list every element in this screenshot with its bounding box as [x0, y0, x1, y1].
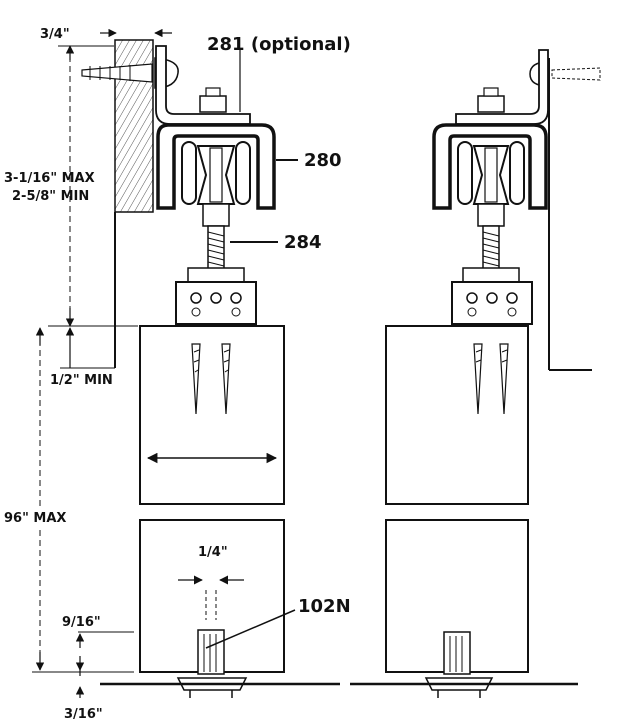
dimension-lines-left [32, 28, 172, 698]
door-lower-right [385, 519, 529, 698]
callout-102n: 102N [298, 596, 351, 617]
mounting-plate-right [451, 281, 533, 325]
bolt-284-left [187, 225, 245, 283]
door-lower-left [139, 519, 285, 698]
door-upper-left [139, 325, 285, 505]
dim-door-height-max: 96" MAX [4, 511, 66, 526]
dim-groove-width: 1/4" [198, 545, 228, 560]
door-upper-right [385, 325, 529, 505]
dim-clearance-min: 2-5/8" MIN [12, 189, 89, 204]
callout-leaders-left [205, 48, 298, 649]
callout-281: 281 (optional) [207, 34, 351, 55]
wood-header [114, 39, 154, 368]
dim-clearance-max: 3-1/16" MAX [4, 171, 95, 186]
bolt-284-right [462, 225, 520, 283]
bracket-281-right [455, 49, 549, 125]
callout-280: 280 [304, 150, 342, 171]
left-assembly [32, 28, 340, 698]
track-280-right [432, 87, 548, 227]
right-assembly [350, 49, 601, 698]
bracket-281-left [155, 45, 251, 125]
track-280-left [156, 87, 276, 227]
dim-groove-depth: 9/16" [62, 615, 101, 630]
dim-overlap-min: 1/2" MIN [50, 373, 113, 388]
callout-284: 284 [284, 232, 322, 253]
dim-floor-gap: 3/16" [64, 707, 103, 722]
mounting-plate-left [175, 281, 257, 325]
dim-wall-offset: 3/4" [40, 27, 70, 42]
